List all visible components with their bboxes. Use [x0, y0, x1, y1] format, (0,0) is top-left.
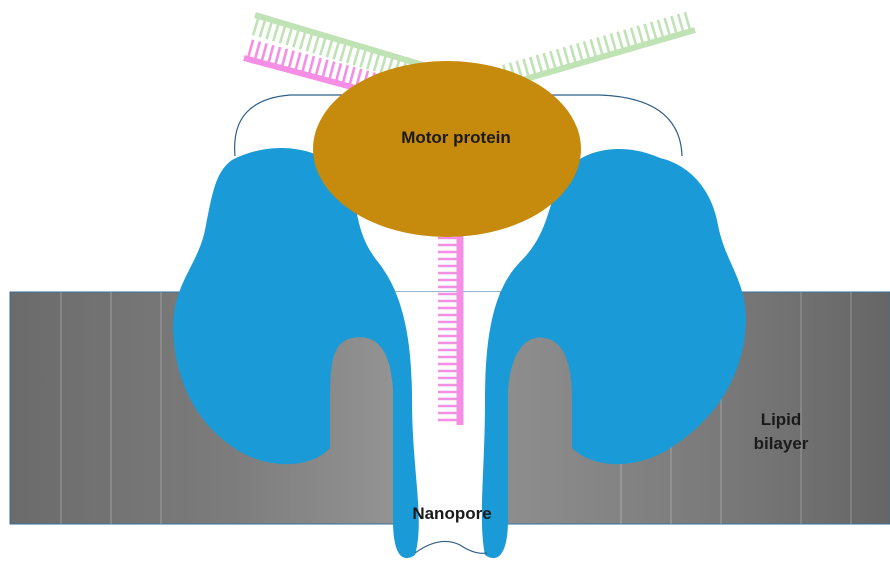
strand-base — [604, 35, 610, 54]
strand-base — [293, 28, 299, 47]
strand-base — [685, 12, 691, 31]
strand-base — [307, 32, 313, 51]
strand-backbone — [505, 30, 695, 85]
strand-base — [267, 20, 273, 39]
strand-base — [530, 57, 536, 76]
strand-base — [671, 16, 677, 35]
strand-base — [360, 48, 366, 67]
strand-base — [275, 47, 280, 66]
dna-strand-green-right — [503, 12, 695, 85]
strand-base — [340, 42, 346, 61]
strand-base — [544, 53, 550, 72]
strand-base — [591, 39, 597, 58]
strand-base — [273, 22, 279, 41]
strand-base — [253, 16, 259, 35]
strand-base — [282, 49, 287, 68]
lipid-label-line2: bilayer — [754, 434, 809, 453]
strand-base — [624, 30, 630, 49]
strand-base — [261, 43, 266, 62]
strand-base — [638, 26, 644, 45]
strand-base — [309, 56, 314, 75]
lipid-label-line1: Lipid — [761, 410, 802, 429]
strand-base — [287, 26, 293, 45]
strand-base — [557, 49, 563, 68]
strand-base — [302, 54, 307, 73]
strand-base — [597, 37, 603, 56]
strand-base — [611, 34, 617, 53]
strand-base — [248, 40, 253, 59]
strand-base — [255, 42, 260, 61]
strand-base — [381, 54, 387, 73]
strand-base — [268, 45, 273, 64]
strand-base — [374, 52, 380, 71]
strand-base — [295, 52, 300, 71]
strand-base — [523, 59, 529, 78]
strand-base — [618, 32, 624, 51]
strand-base — [280, 24, 286, 43]
strand-base — [320, 36, 326, 55]
nanopore-label: Nanopore — [412, 504, 491, 523]
strand-base — [665, 18, 671, 37]
strand-base — [644, 24, 650, 43]
strand-base — [260, 18, 266, 37]
motor-protein — [313, 61, 581, 237]
strand-base — [631, 28, 637, 47]
strand-base — [537, 55, 543, 74]
strand-base — [349, 67, 354, 86]
strand-base — [564, 47, 570, 66]
strand-base — [367, 50, 373, 69]
strand-base — [329, 62, 334, 81]
strand-base — [334, 40, 340, 59]
strand-base — [314, 34, 320, 53]
strand-base — [342, 65, 347, 84]
strand-base — [336, 63, 341, 82]
strand-base — [678, 14, 684, 33]
strand-base — [354, 46, 360, 65]
strand-base — [550, 51, 556, 70]
strand-base — [577, 43, 583, 62]
strand-base — [347, 44, 353, 63]
motor-protein-label: Motor protein — [401, 128, 511, 147]
strand-base — [327, 38, 333, 57]
strand-base — [584, 41, 590, 60]
strand-base — [300, 30, 306, 49]
strand-base — [288, 51, 293, 70]
strand-base — [322, 60, 327, 79]
strand-base — [658, 20, 664, 39]
pore-bottom-outline — [415, 541, 487, 553]
strand-base — [315, 58, 320, 77]
strand-base — [571, 45, 577, 64]
strand-base — [651, 22, 657, 41]
